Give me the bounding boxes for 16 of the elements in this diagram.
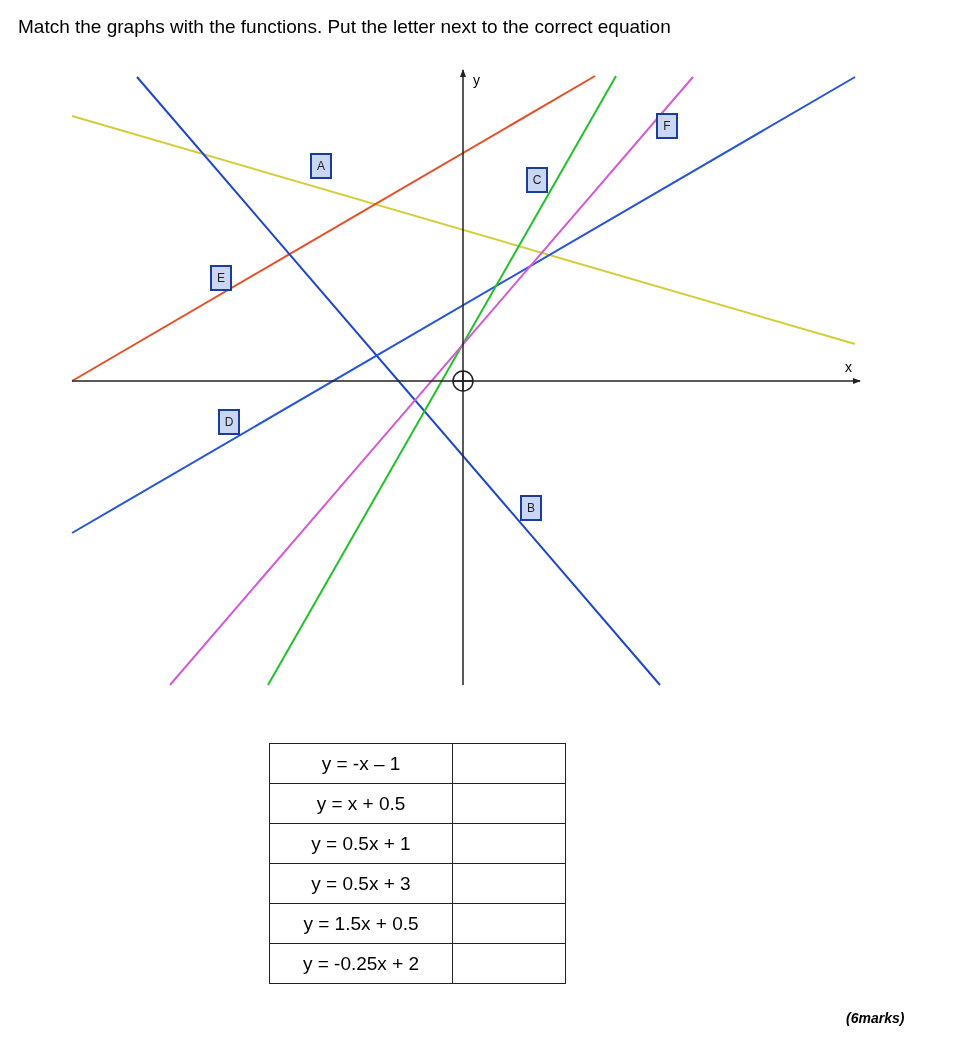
axis-label: x bbox=[845, 359, 852, 375]
equation-cell: y = x + 0.5 bbox=[269, 783, 453, 824]
graph-label: E bbox=[210, 265, 232, 291]
graph-label: D bbox=[218, 409, 240, 435]
axis-label: y bbox=[473, 72, 480, 88]
instruction-text: Match the graphs with the functions. Put the letter next to the correct equation bbox=[18, 16, 671, 38]
graph-label: C bbox=[526, 167, 548, 193]
graph-label: B bbox=[520, 495, 542, 521]
graph-label: F bbox=[656, 113, 678, 139]
marks-note: (6marks) bbox=[846, 1010, 905, 1026]
equation-cell: y = -x – 1 bbox=[269, 743, 453, 784]
equation-cell: y = 0.5x + 1 bbox=[269, 823, 453, 864]
equation-cell: y = 1.5x + 0.5 bbox=[269, 903, 453, 944]
equation-cell: y = 0.5x + 3 bbox=[269, 863, 453, 904]
graph-label: A bbox=[310, 153, 332, 179]
equation-cell: y = -0.25x + 2 bbox=[269, 943, 453, 984]
